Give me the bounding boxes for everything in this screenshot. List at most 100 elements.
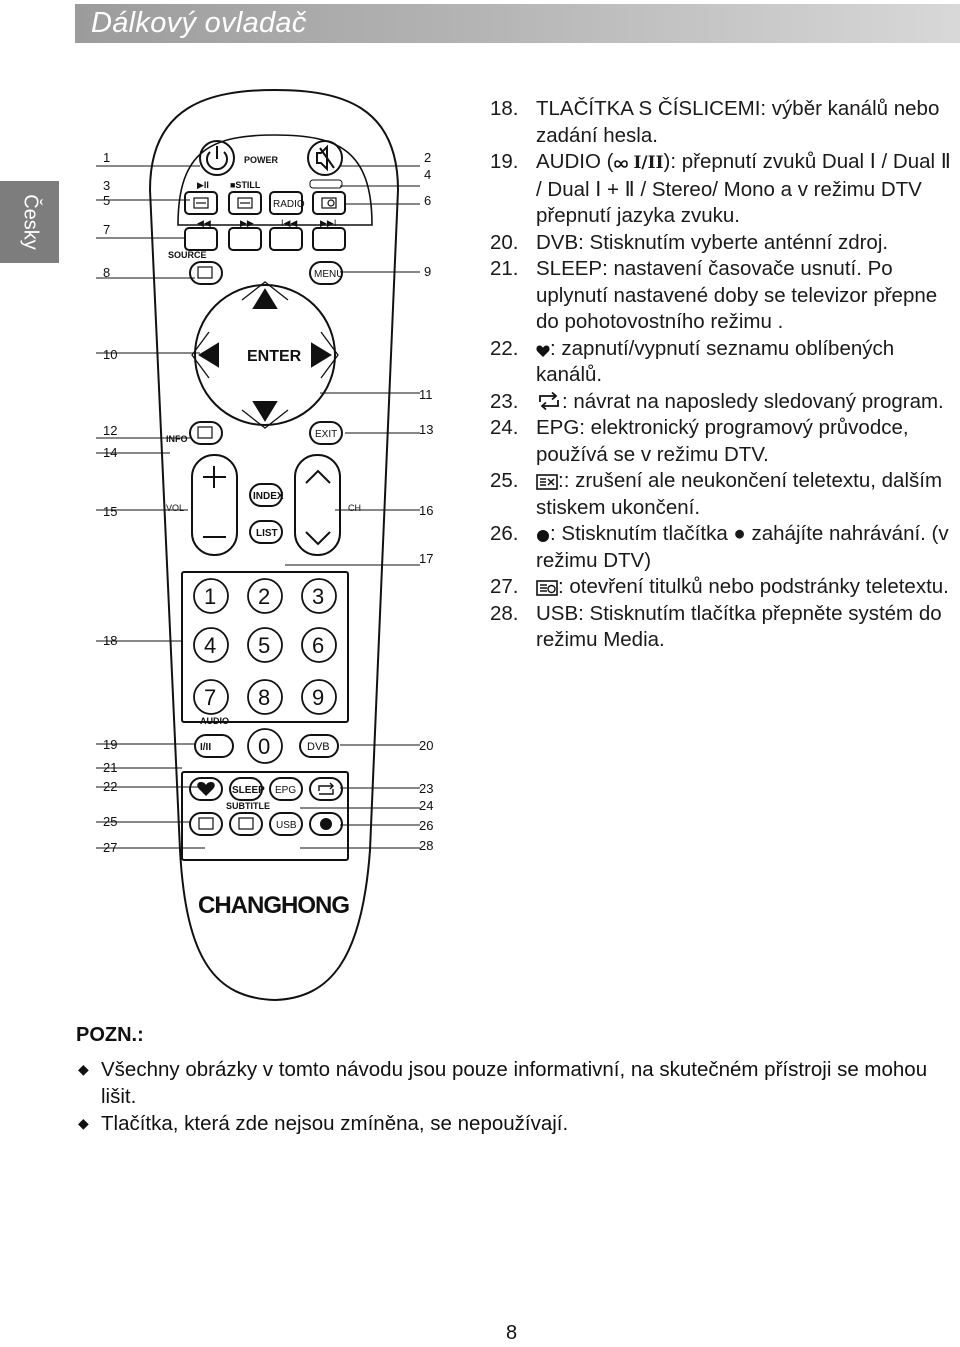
power-button[interactable] bbox=[199, 140, 235, 176]
list-button[interactable] bbox=[249, 520, 283, 544]
plus-icon bbox=[203, 466, 226, 488]
power-label: POWER bbox=[244, 155, 279, 165]
callout-8: 8 bbox=[103, 265, 110, 280]
mix-button[interactable] bbox=[228, 191, 262, 215]
teletext-button[interactable] bbox=[184, 191, 218, 215]
digit-6-button[interactable] bbox=[301, 627, 337, 663]
cancel-teletext-icon bbox=[536, 474, 558, 490]
digit-5-button[interactable] bbox=[247, 627, 283, 663]
audio-button-label: I/II bbox=[200, 742, 211, 753]
note-list: ◆Všechny obrázky v tomto návodu jsou pou… bbox=[76, 1056, 956, 1137]
sleep-button[interactable] bbox=[229, 777, 263, 801]
digit-4-button[interactable] bbox=[193, 627, 229, 663]
callout-9: 9 bbox=[424, 264, 431, 279]
digit-panel bbox=[181, 571, 349, 723]
dvb-button[interactable] bbox=[299, 734, 339, 758]
digit-1-button[interactable] bbox=[193, 578, 229, 614]
usb-button[interactable] bbox=[269, 812, 303, 836]
digit-3-button[interactable] bbox=[301, 578, 337, 614]
callout-6: 6 bbox=[424, 193, 431, 208]
exit-button[interactable] bbox=[309, 421, 343, 445]
sleep-label: SLEEP bbox=[232, 785, 265, 796]
digit-6-label: 6 bbox=[312, 633, 324, 658]
note-item: ◆Všechny obrázky v tomto návodu jsou pou… bbox=[78, 1058, 928, 1108]
description-item: 21.SLEEP: nastavení časovače usnutí. Po … bbox=[490, 257, 938, 333]
color-button-red[interactable] bbox=[184, 227, 218, 251]
ch-up-icon bbox=[305, 469, 331, 484]
callout-17: 17 bbox=[419, 551, 433, 566]
record-icon bbox=[537, 530, 549, 542]
digit-5-label: 5 bbox=[258, 633, 270, 658]
ch-down-icon bbox=[305, 531, 331, 546]
digit-7-label: 7 bbox=[204, 685, 216, 710]
play-pause-label: ▶II bbox=[197, 180, 209, 190]
mute-icon bbox=[316, 144, 335, 172]
page-title: Dálkový ovladač bbox=[91, 7, 307, 39]
brand-logo: CHANGHONG bbox=[198, 892, 349, 919]
digit-1-label: 1 bbox=[204, 584, 216, 609]
subtitle-button[interactable] bbox=[229, 812, 263, 836]
callout-21: 21 bbox=[103, 760, 117, 775]
description-item: 23.: návrat na naposledy sledovaný progr… bbox=[490, 389, 944, 413]
digit-9-label: 9 bbox=[312, 685, 324, 710]
info-button[interactable] bbox=[189, 421, 223, 445]
subtitle-icon bbox=[238, 817, 254, 830]
ch-rocker[interactable] bbox=[294, 454, 341, 556]
left-arrow-icon bbox=[198, 342, 219, 368]
digit-8-button[interactable] bbox=[247, 679, 283, 715]
power-icon bbox=[206, 146, 228, 171]
digit-7-button[interactable] bbox=[193, 679, 229, 715]
fav-button[interactable] bbox=[189, 777, 223, 801]
cancel-button[interactable] bbox=[189, 812, 223, 836]
cancel-teletext-icon bbox=[198, 817, 214, 830]
epg-label: EPG bbox=[275, 785, 296, 796]
callout-3: 3 bbox=[103, 178, 110, 193]
color-button-green[interactable] bbox=[228, 227, 262, 251]
audio-button[interactable] bbox=[194, 734, 234, 758]
return-button[interactable] bbox=[309, 777, 343, 801]
description-item: 26.: Stisknutím tlačítka ● zahájíte nahr… bbox=[490, 522, 949, 572]
diamond-bullet-icon: ◆ bbox=[78, 1115, 89, 1131]
digit-4-label: 4 bbox=[204, 633, 216, 658]
callout-5: 5 bbox=[103, 193, 110, 208]
language-tab: Česky bbox=[0, 181, 59, 263]
digit-0-button[interactable] bbox=[247, 728, 283, 764]
description-item: 27.: otevření titulků nebo podstránky te… bbox=[490, 575, 949, 598]
note-item: ◆Tlačítka, která zde nejsou zmíněna, se … bbox=[78, 1112, 569, 1135]
reveal-button[interactable] bbox=[312, 191, 346, 215]
return-icon bbox=[539, 391, 559, 410]
heart-icon bbox=[536, 345, 550, 357]
bottom-panel bbox=[181, 771, 349, 861]
callout-lines bbox=[96, 165, 420, 849]
digit-9-button[interactable] bbox=[301, 679, 337, 715]
record-button[interactable] bbox=[309, 812, 343, 836]
mute-button[interactable] bbox=[307, 140, 343, 176]
source-button[interactable] bbox=[189, 261, 223, 285]
ch-label: CH bbox=[348, 503, 361, 513]
callout-15: 15 bbox=[103, 504, 117, 519]
index-label: INDEX bbox=[253, 491, 284, 502]
description-item: 20.DVB: Stisknutím vyberte anténní zdroj… bbox=[490, 230, 889, 254]
color-button-yellow[interactable] bbox=[269, 227, 303, 251]
menu-button[interactable] bbox=[309, 261, 343, 285]
audio-label: AUDIO bbox=[200, 716, 229, 726]
callout-24: 24 bbox=[419, 798, 433, 813]
rewind-icon: ◀◀ bbox=[197, 218, 211, 228]
index-button[interactable] bbox=[249, 483, 283, 507]
source-icon bbox=[197, 266, 213, 279]
remote-body bbox=[148, 88, 400, 1002]
color-button-blue[interactable] bbox=[312, 227, 346, 251]
epg-button[interactable] bbox=[269, 777, 303, 801]
description-item: 28.USB: Stisknutím tlačítka přepněte sys… bbox=[490, 601, 942, 652]
callout-19: 19 bbox=[103, 737, 117, 752]
vol-rocker[interactable] bbox=[191, 454, 238, 556]
right-arrow-icon bbox=[311, 342, 332, 368]
remote-illustration: 1 3 5 7 8 10 12 14 15 18 19 21 22 25 27 … bbox=[96, 88, 433, 1002]
radio-button[interactable] bbox=[269, 191, 303, 215]
callout-14: 14 bbox=[103, 445, 117, 460]
digit-2-button[interactable] bbox=[247, 578, 283, 614]
nav-pad[interactable] bbox=[194, 284, 336, 426]
callout-28: 28 bbox=[419, 838, 433, 853]
list-label: LIST bbox=[256, 528, 278, 539]
usb-label: USB bbox=[276, 820, 297, 831]
